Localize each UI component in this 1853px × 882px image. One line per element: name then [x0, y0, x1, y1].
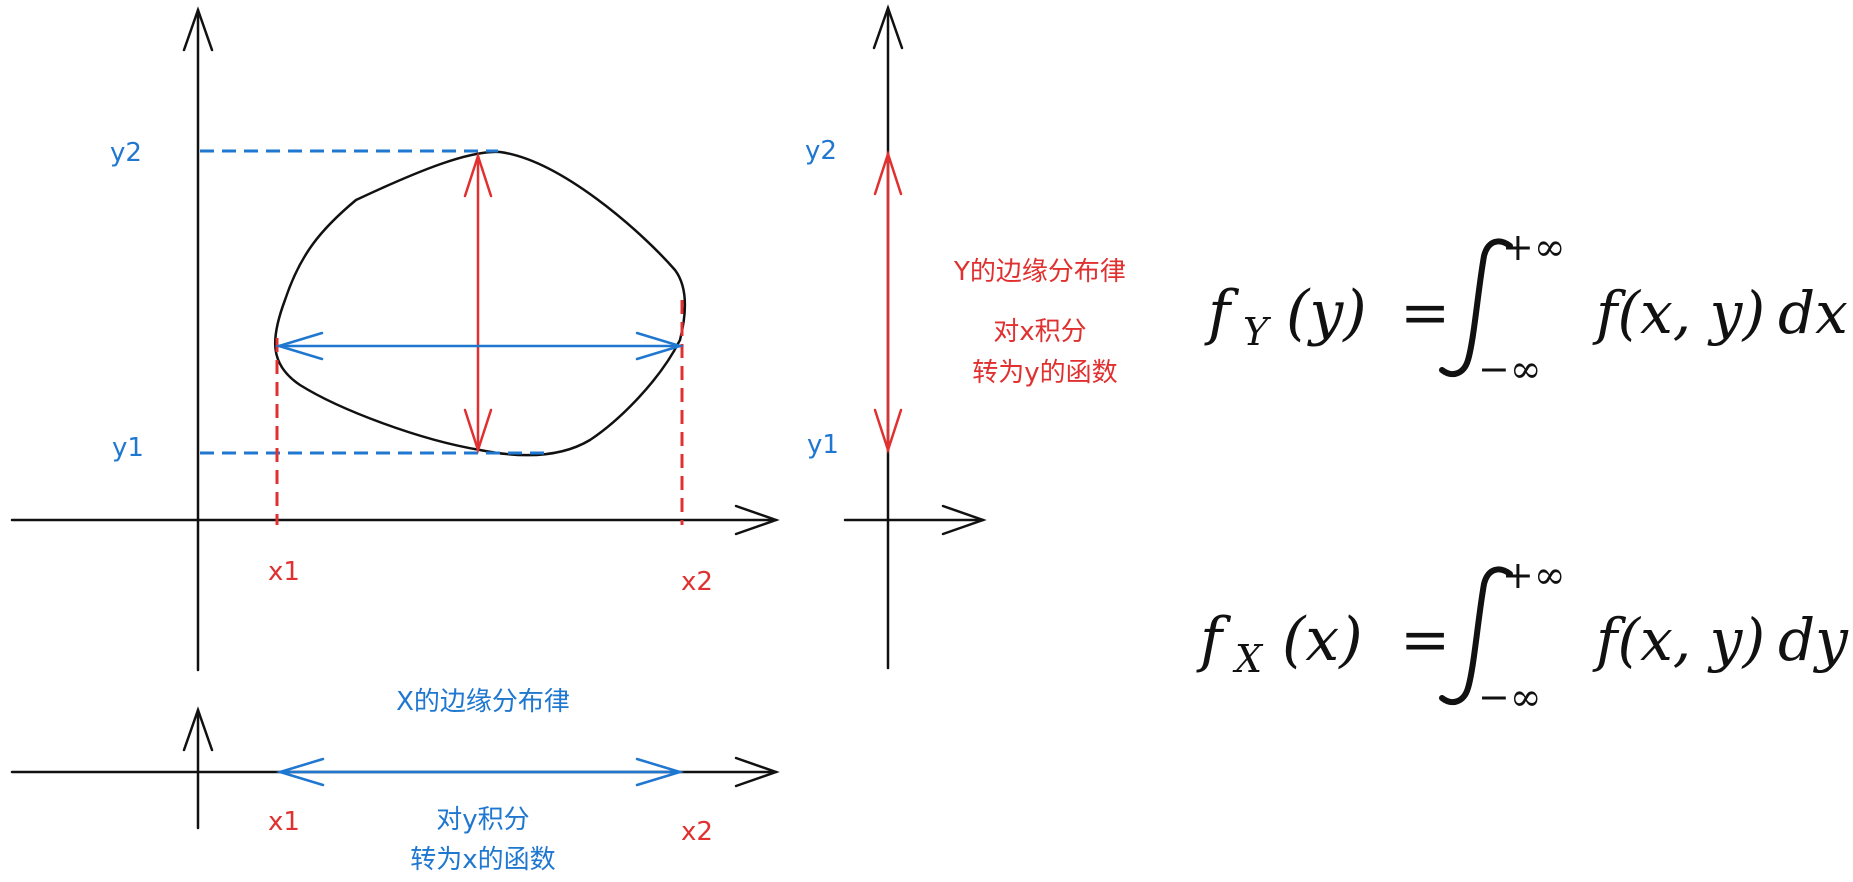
fy-lower-limit: −∞	[1478, 347, 1542, 391]
region-horizontal-arrow	[274, 331, 685, 361]
fy-equals: =	[1400, 278, 1450, 348]
main-y-axis-arrowhead	[182, 6, 214, 52]
ym-title: Y的边缘分布律	[953, 257, 1126, 287]
y-bound-lines	[200, 149, 545, 455]
x-bound-lines	[275, 300, 684, 525]
x-marginal-arrow	[275, 757, 685, 787]
xm-x1-label: x1	[268, 807, 300, 837]
fx-subscript: X	[1232, 637, 1264, 681]
ym-y-axis-arrowhead	[872, 4, 904, 50]
fy-upper-limit: +∞	[1502, 225, 1566, 269]
region-vertical-arrow	[463, 151, 493, 455]
fy-argument: (y)	[1286, 278, 1367, 348]
fx-argument: (x)	[1282, 605, 1363, 675]
main-x-axis-arrowhead	[734, 504, 780, 536]
fy-integrand: f(x, y)	[1592, 279, 1765, 347]
fx-upper-limit: +∞	[1502, 553, 1566, 597]
formula-fy: f Y (y) = +∞ −∞ f(x, y) dx	[1204, 225, 1848, 391]
fy-differential: dx	[1778, 279, 1848, 347]
fx-equals: =	[1400, 605, 1450, 675]
y-marginal-arrow	[873, 149, 903, 455]
main-y2-label: y2	[110, 138, 142, 168]
fx-integral-sign	[1439, 566, 1513, 706]
main-x1-label: x1	[268, 557, 300, 587]
formula-fx: f X (x) = +∞ −∞ f(x, y) dy	[1196, 553, 1849, 719]
xm-desc-line2: 转为x的函数	[410, 845, 555, 875]
y-marginal-plot	[843, 4, 987, 670]
ym-x-axis-arrowhead	[941, 504, 987, 536]
ym-y2-label: y2	[805, 136, 837, 166]
fy-integral-sign	[1439, 238, 1513, 378]
x-marginal-plot	[10, 706, 780, 830]
xm-x-axis-arrowhead	[734, 756, 780, 788]
joint-region-curve	[274, 150, 687, 457]
xm-desc-line1: 对y积分	[436, 805, 529, 835]
ym-y1-label: y1	[807, 430, 839, 460]
fy-f: f	[1204, 278, 1240, 348]
xm-x2-label: x2	[681, 817, 713, 847]
fy-subscript: Y	[1243, 310, 1272, 354]
fx-differential: dy	[1778, 606, 1849, 674]
main-plot	[10, 6, 780, 672]
fx-f: f	[1196, 605, 1232, 675]
fx-lower-limit: −∞	[1478, 675, 1542, 719]
xm-title: X的边缘分布律	[396, 687, 570, 717]
ym-desc-line1: 对x积分	[993, 317, 1086, 347]
main-x2-label: x2	[681, 567, 713, 597]
xm-y-axis-arrowhead	[182, 706, 214, 752]
ym-desc-line2: 转为y的函数	[972, 358, 1117, 388]
main-y1-label: y1	[112, 433, 144, 463]
fx-integrand: f(x, y)	[1592, 606, 1765, 674]
